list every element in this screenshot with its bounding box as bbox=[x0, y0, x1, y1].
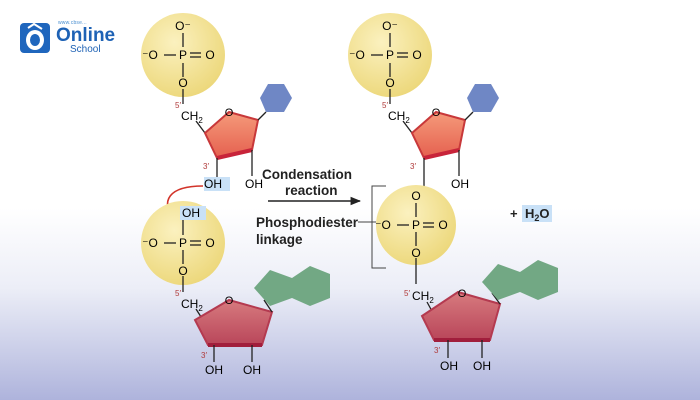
carbon5-label-right-lower: 5′ bbox=[404, 289, 410, 298]
phosphate-o-left: ⁻O bbox=[142, 48, 158, 62]
bridging-phosphate bbox=[376, 185, 456, 265]
ribose-sugar-lower bbox=[193, 298, 274, 346]
brand-tagline: www.cbse... bbox=[58, 20, 87, 26]
carbon3-label-right: 3′ bbox=[410, 162, 416, 171]
purine-base-pentagon bbox=[254, 270, 292, 306]
linkage-bracket bbox=[371, 185, 386, 269]
phosphate-o-right-lower: O bbox=[205, 236, 214, 250]
ribose-sugar bbox=[203, 110, 260, 160]
phosphate-o-bottom-right: O bbox=[385, 76, 394, 90]
phosphate-o-bottom-lower: O bbox=[178, 264, 187, 278]
condensation-label-line1: Condensation bbox=[262, 167, 352, 182]
condensation-label-line2: reaction bbox=[285, 183, 338, 198]
pyrimidine-base-right bbox=[467, 84, 499, 112]
purine-base-hexagon bbox=[292, 266, 330, 306]
phosphorus-label: P bbox=[179, 48, 187, 62]
oh-label-lower-a: OH bbox=[205, 363, 223, 377]
phosphodiester-label-line2: linkage bbox=[256, 232, 303, 247]
brand-mark-icon bbox=[20, 22, 50, 53]
plus-sign: + bbox=[510, 206, 518, 221]
right-bottom-nucleotide: 5′ CH2 O 3′ OH OH bbox=[404, 260, 558, 373]
ring-oxygen-right-lower: O bbox=[458, 288, 467, 300]
phosphorus-label-right: P bbox=[386, 48, 394, 62]
phosphate-o-left-lower: ⁻O bbox=[142, 236, 158, 250]
phosphate-o-right-right: O bbox=[412, 48, 421, 62]
water-label: H2O bbox=[525, 206, 550, 223]
oh-label-right-lower-a: OH bbox=[440, 359, 458, 373]
brand-sub: School bbox=[70, 44, 101, 55]
ribose-sugar-right-lower bbox=[420, 290, 502, 341]
carbon3-label-right-lower: 3′ bbox=[434, 346, 440, 355]
phosphodiester-bridge: O ⁻O P O O bbox=[375, 185, 456, 284]
phosphate-o-top-right: O⁻ bbox=[382, 19, 398, 33]
left-top-nucleotide: O⁻ ⁻O P O O 5′ CH2 O 3′ OH OH bbox=[141, 13, 292, 191]
bridge-o-top: O bbox=[411, 189, 420, 203]
ring-oxygen-right: O bbox=[432, 107, 441, 119]
oh-label: OH bbox=[245, 177, 263, 191]
phosphate-group-lower bbox=[141, 201, 225, 285]
bridge-o-right: O bbox=[438, 218, 447, 232]
ch2-label: CH2 bbox=[181, 109, 203, 125]
phosphate-o-right: O bbox=[205, 48, 214, 62]
carbon5-label-right: 5′ bbox=[382, 101, 388, 110]
purine-base-pentagon-right bbox=[482, 264, 520, 300]
phosphate-group bbox=[141, 13, 225, 97]
phosphate-oh-highlight bbox=[180, 206, 206, 220]
phosphorus-label-lower: P bbox=[179, 236, 187, 250]
ring-oxygen-lower: O bbox=[225, 295, 234, 307]
right-top-nucleotide: O⁻ ⁻O P O O 5′ CH2 O 3′ OH bbox=[348, 13, 499, 196]
phosphodiester-label-line1: Phosphodiester bbox=[256, 215, 359, 230]
bridge-o-left: ⁻O bbox=[375, 218, 391, 232]
oh-label-right: OH bbox=[451, 177, 469, 191]
carbon3-label-lower: 3′ bbox=[201, 351, 207, 360]
phosphate-o-left-right: ⁻O bbox=[349, 48, 365, 62]
brand-logo: www.cbse... Online School bbox=[18, 20, 116, 56]
carbon5-label-lower: 5′ bbox=[175, 289, 181, 298]
ch2-label-right-lower: CH2 bbox=[412, 289, 434, 305]
phosphate-group-right bbox=[348, 13, 432, 97]
oh-label-right-lower-b: OH bbox=[473, 359, 491, 373]
ch2-label-right: CH2 bbox=[388, 109, 410, 125]
brand-name: Online bbox=[56, 25, 116, 46]
bridge-o-bottom: O bbox=[411, 246, 420, 260]
pyrimidine-base bbox=[260, 84, 292, 112]
bridge-phosphorus: P bbox=[412, 218, 420, 232]
water-highlight bbox=[522, 205, 552, 222]
carbon3-label: 3′ bbox=[203, 162, 209, 171]
ribose-sugar-right bbox=[410, 110, 467, 160]
ch2-label-lower: CH2 bbox=[181, 297, 203, 313]
phosphate-oh-label: OH bbox=[182, 206, 200, 220]
carbon5-label: 5′ bbox=[175, 101, 181, 110]
phosphate-o-top: O⁻ bbox=[175, 19, 191, 33]
purine-base-hexagon-right bbox=[520, 260, 558, 300]
reactive-oh-label: OH bbox=[204, 177, 222, 191]
left-bottom-nucleotide: OH ⁻O P O O 5′ CH2 O 3′ OH OH bbox=[141, 201, 330, 377]
ring-oxygen: O bbox=[225, 107, 234, 119]
oh-label-lower-b: OH bbox=[243, 363, 261, 377]
phosphate-o-bottom: O bbox=[178, 76, 187, 90]
oh-highlight bbox=[204, 177, 230, 191]
